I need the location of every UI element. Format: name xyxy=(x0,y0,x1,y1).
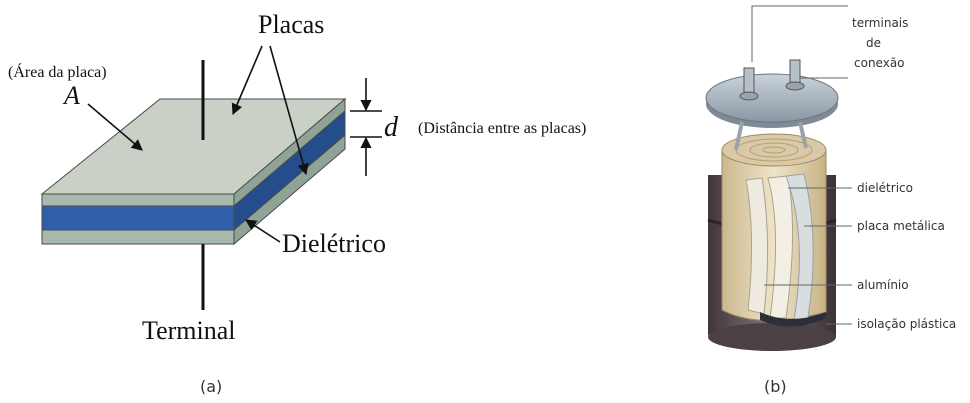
dielectric-label: Dielétrico xyxy=(282,229,386,258)
lid-top xyxy=(705,73,839,123)
dielectric-front xyxy=(41,205,235,231)
distance-label: (Distância entre as placas) xyxy=(418,120,586,137)
terminals-leader xyxy=(751,5,848,62)
area-label: (Área da placa) xyxy=(8,62,107,81)
placas-arrow-side xyxy=(269,45,309,176)
capacitor-plate-stack xyxy=(40,97,347,246)
placas-label: Placas xyxy=(258,10,324,39)
placas-arrow-top xyxy=(231,45,263,116)
dielectric-strip xyxy=(767,175,794,319)
top-plate-front xyxy=(41,193,235,207)
panel-b-electrolytic-capacitor-cutaway: terminais de conexão dielétrico placa me… xyxy=(705,5,956,396)
plastic-insulation-base xyxy=(760,312,826,327)
caption-a: (a) xyxy=(200,377,222,396)
area-arrow xyxy=(87,103,143,151)
dielectric-arrow xyxy=(245,219,281,243)
terminal-label: Terminal xyxy=(142,316,235,345)
shell-bottom xyxy=(708,323,836,351)
terminals-label-line1: terminais xyxy=(852,16,908,30)
bottom-plate-front xyxy=(41,229,235,245)
dielectric-b-label: dielétrico xyxy=(857,181,913,195)
area-symbol: A xyxy=(62,81,80,110)
aluminum-label: alumínio xyxy=(857,278,909,292)
caption-b: (b) xyxy=(764,377,787,396)
connection-terminals xyxy=(734,59,808,151)
distance-symbol: d xyxy=(384,112,399,143)
plastic-insulation-label: isolação plástica xyxy=(857,317,956,331)
terminals-label-line3: conexão xyxy=(854,56,905,70)
terminals-label-line2: de xyxy=(866,36,881,50)
metal-plate-label: placa metálica xyxy=(857,219,945,233)
panel-a-parallel-plate-capacitor: Placas (Área da placa) A d (Distância en… xyxy=(8,10,586,396)
